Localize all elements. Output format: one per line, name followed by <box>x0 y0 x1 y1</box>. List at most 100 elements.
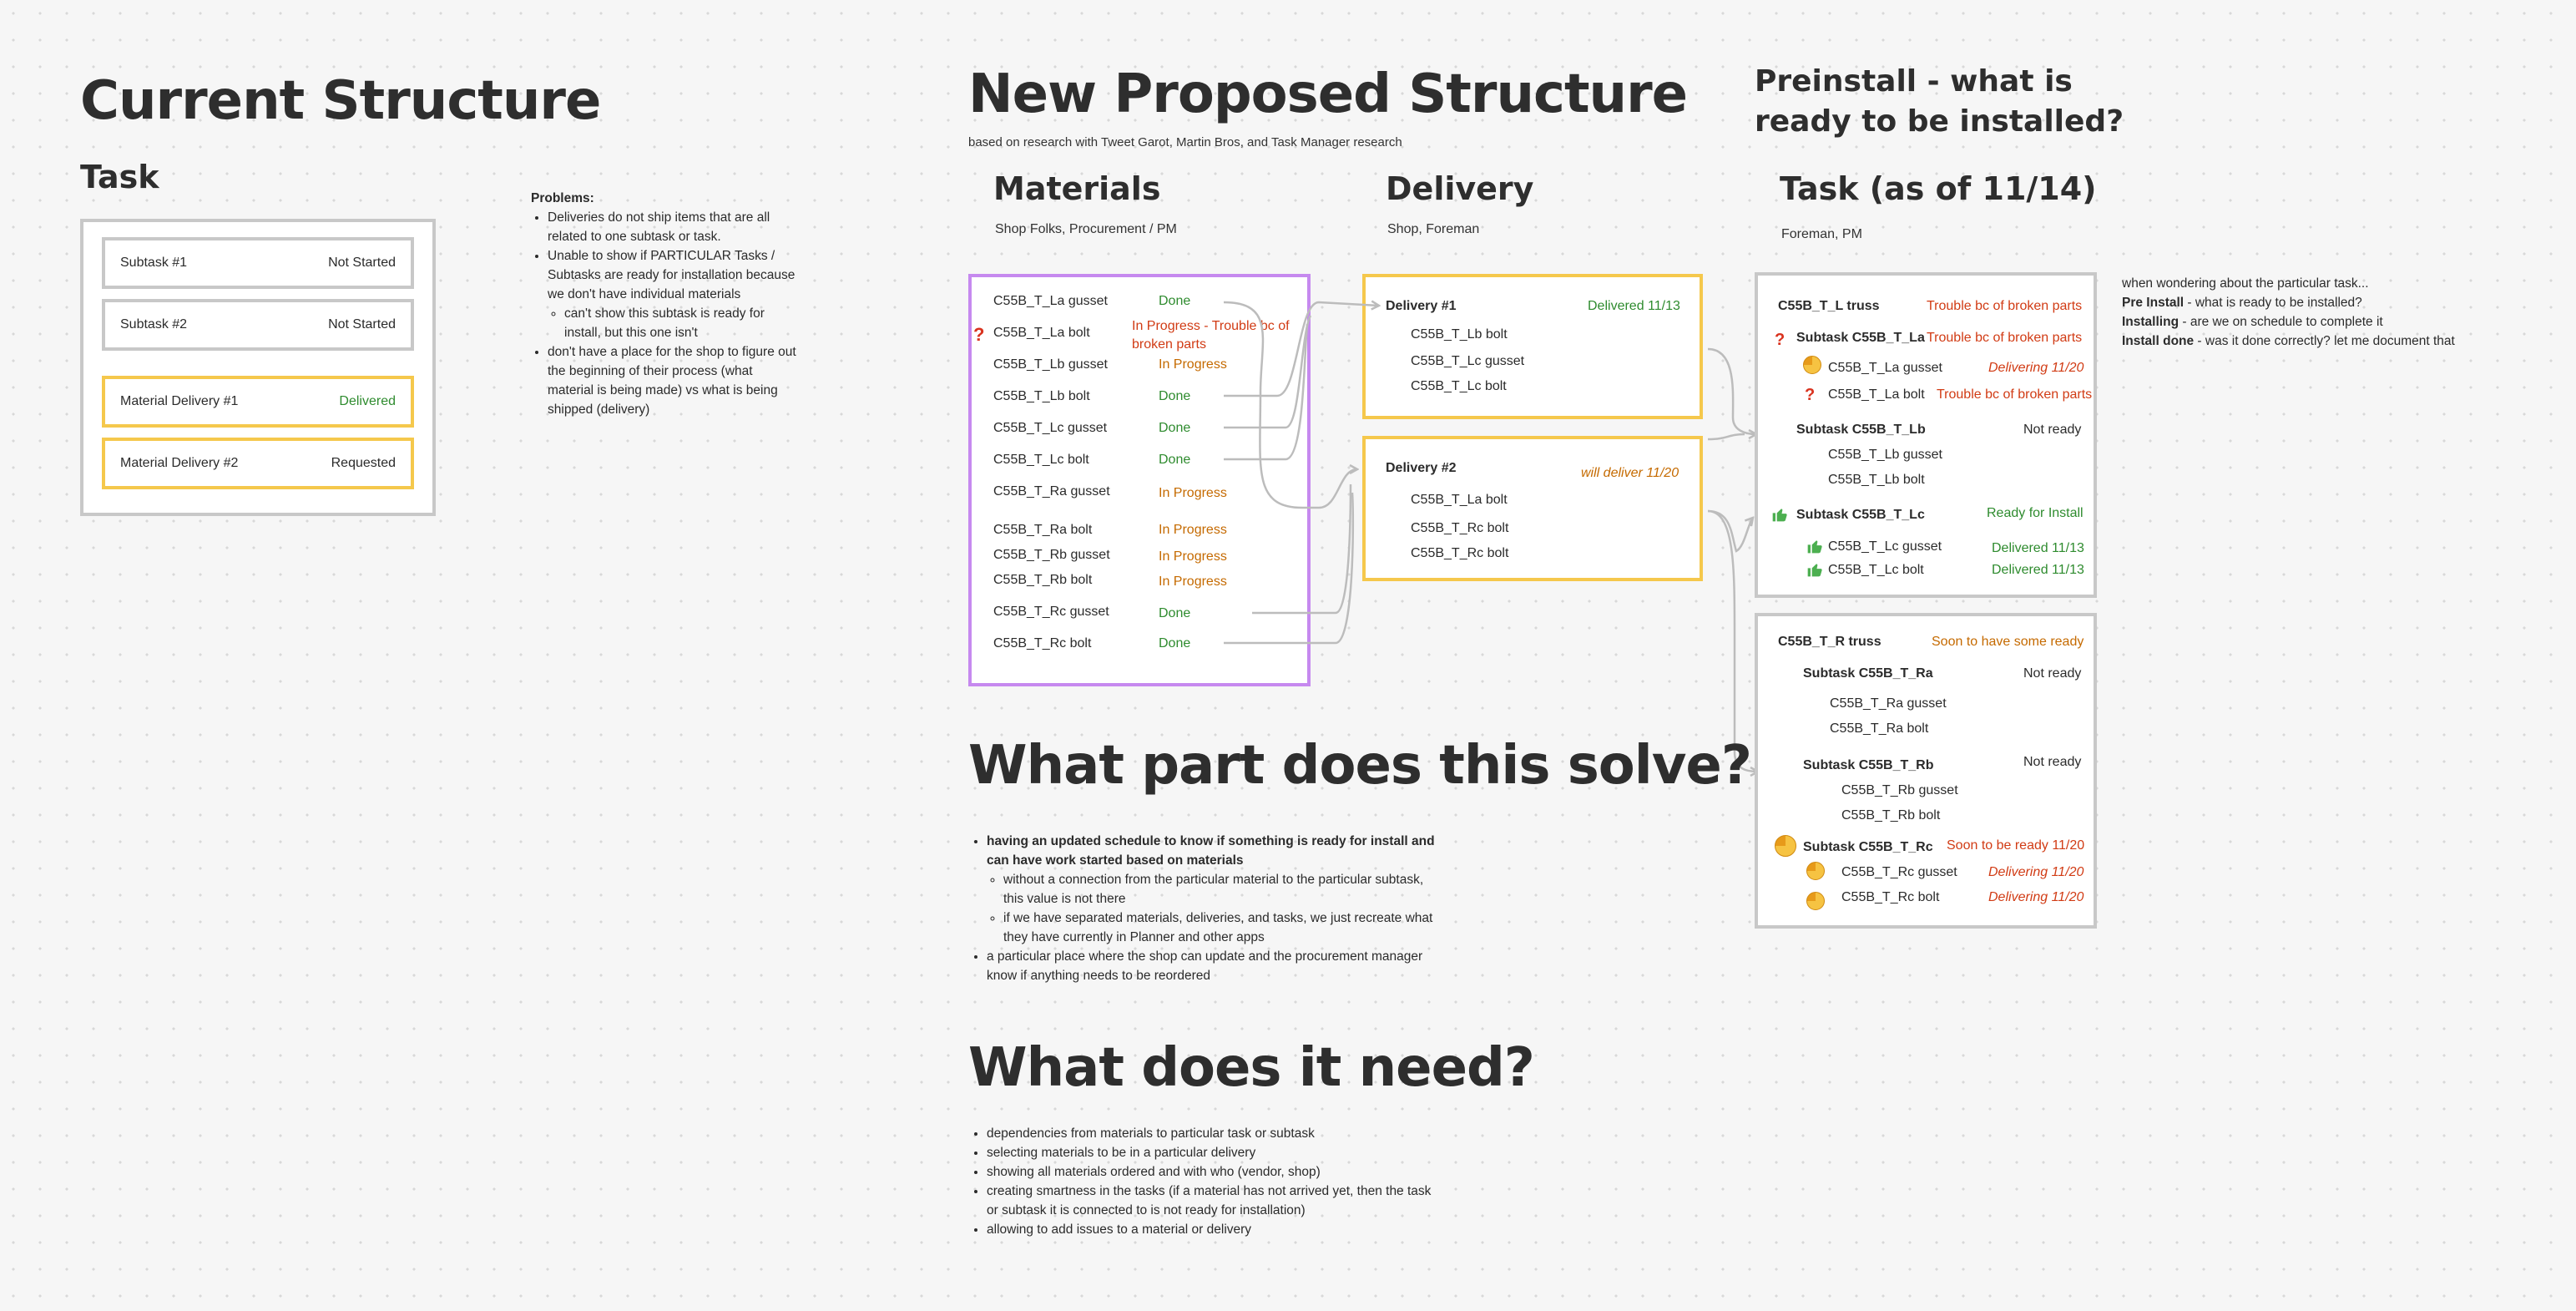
problem-item: Deliveries do not ship items that are al… <box>548 208 798 246</box>
question-mark-icon: ? <box>973 324 985 345</box>
material-status: Done <box>1159 389 1191 403</box>
needs-notes: dependencies from materials to particula… <box>970 1124 1437 1239</box>
material-item[interactable]: C55B_T_Ra gusset <box>993 484 1110 499</box>
solve-notes: having an updated schedule to know if so… <box>970 832 1437 985</box>
subtask-item[interactable]: C55B_T_Ra bolt <box>1830 721 1929 736</box>
material-item[interactable]: C55B_T_Lc bolt <box>993 453 1089 467</box>
notes-line: Install done - was it done correctly? le… <box>2122 334 2455 348</box>
delivery-item[interactable]: C55B_T_Lc gusset <box>1411 354 1525 368</box>
material-status: Done <box>1159 421 1191 435</box>
solve-sub-point: if we have separated materials, deliveri… <box>1003 909 1437 947</box>
connector-d2-to-ltruss <box>1707 509 1753 553</box>
solve-point: a particular place where the shop can up… <box>987 947 1437 985</box>
task-as-of-sub: Foreman, PM <box>1781 227 1862 241</box>
materials-sub: Shop Folks, Procurement / PM <box>995 222 1177 236</box>
current-material-delivery-1[interactable]: Material Delivery #1 Delivered <box>102 376 414 428</box>
material-item[interactable]: C55B_T_Lc gusset <box>993 421 1108 435</box>
material-item[interactable]: C55B_T_Lb gusset <box>993 357 1108 372</box>
clock-pie-icon <box>1806 862 1825 880</box>
subtask-name[interactable]: Subtask C55B_T_Ra <box>1803 666 1933 681</box>
subtask-item-status: Delivering 11/20 <box>1988 890 2084 904</box>
subtask-item[interactable]: C55B_T_Rc gusset <box>1841 865 1957 879</box>
subtask-item[interactable]: C55B_T_Ra gusset <box>1830 696 1947 711</box>
notes-line: Pre Install - what is ready to be instal… <box>2122 296 2362 310</box>
row-status: Not Started <box>328 256 396 270</box>
subtask-item[interactable]: C55B_T_Lb gusset <box>1828 448 1942 462</box>
l-truss-status: Trouble bc of broken parts <box>1927 299 2083 313</box>
material-item[interactable]: C55B_T_Lb bolt <box>993 389 1090 403</box>
current-task-label: Task <box>80 159 159 195</box>
material-status: Done <box>1159 453 1191 467</box>
subtask-item-status: Delivered 11/13 <box>1992 563 2084 577</box>
current-material-delivery-2[interactable]: Material Delivery #2 Requested <box>102 438 414 489</box>
subtask-item[interactable]: C55B_T_Lc bolt <box>1828 563 1924 577</box>
connector-d1-to-tasks <box>1707 347 1756 434</box>
install-phase-notes: when wondering about the particular task… <box>2122 274 2556 351</box>
material-item[interactable]: C55B_T_Ra bolt <box>993 523 1093 537</box>
subtask-status: Soon to be ready 11/20 <box>1947 838 2085 853</box>
row-status: Not Started <box>328 317 396 332</box>
solve-sub-point: without a connection from the particular… <box>1003 870 1437 909</box>
delivery-1-status: Delivered 11/13 <box>1588 299 1680 313</box>
delivery-item[interactable]: C55B_T_Rc bolt <box>1411 521 1509 535</box>
l-truss-box[interactable] <box>1755 272 2097 598</box>
notes-line: Installing - are we on schedule to compl… <box>2122 315 2383 329</box>
subtask-item[interactable]: C55B_T_Rb gusset <box>1841 783 1958 797</box>
row-status: Requested <box>331 456 396 470</box>
thumbs-up-icon <box>1807 540 1822 554</box>
current-subtask-1[interactable]: Subtask #1 Not Started <box>102 237 414 289</box>
material-item[interactable]: C55B_T_Rb bolt <box>993 573 1093 587</box>
subtask-name[interactable]: Subtask C55B_T_Lc <box>1796 508 1925 522</box>
material-item[interactable]: C55B_T_La bolt <box>993 326 1090 340</box>
delivery-1-name: Delivery #1 <box>1386 299 1457 313</box>
delivery-2-box[interactable] <box>1362 436 1703 581</box>
current-subtask-2[interactable]: Subtask #2 Not Started <box>102 299 414 351</box>
subtask-item-status: Delivering 11/20 <box>1988 865 2084 879</box>
material-status: In Progress - Trouble bc of <box>1132 319 1290 333</box>
subtask-name[interactable]: Subtask C55B_T_Rb <box>1803 758 1934 772</box>
thumbs-up-icon <box>1772 509 1787 522</box>
material-status: Done <box>1159 606 1191 620</box>
clock-pie-icon <box>1803 356 1821 374</box>
row-name: Material Delivery #2 <box>120 456 239 470</box>
subtask-item[interactable]: C55B_T_Rb bolt <box>1841 808 1941 823</box>
material-status-cont: broken parts <box>1132 337 1206 352</box>
material-item[interactable]: C55B_T_Rc bolt <box>993 636 1092 650</box>
subtask-name[interactable]: Subtask C55B_T_La <box>1796 331 1925 345</box>
subtask-item[interactable]: C55B_T_Lb bolt <box>1828 473 1925 487</box>
subtask-item[interactable]: C55B_T_Rc bolt <box>1841 890 1940 904</box>
material-status: In Progress <box>1159 523 1227 537</box>
delivery-item[interactable]: C55B_T_La bolt <box>1411 493 1508 507</box>
subtask-item[interactable]: C55B_T_La bolt <box>1828 387 1925 402</box>
question-mark-icon: ? <box>1775 331 1786 349</box>
needs-point: dependencies from materials to particula… <box>987 1124 1437 1143</box>
delivery-sub: Shop, Foreman <box>1387 222 1480 236</box>
row-status: Delivered <box>339 394 396 408</box>
subtask-name[interactable]: Subtask C55B_T_Lb <box>1796 423 1926 437</box>
connector-d2-to-tasks <box>1707 433 1745 441</box>
delivery-2-name: Delivery #2 <box>1386 461 1457 475</box>
question-mark-icon: ? <box>1805 386 1816 404</box>
subtask-name[interactable]: Subtask C55B_T_Rc <box>1803 840 1933 854</box>
subtask-item[interactable]: C55B_T_Lc gusset <box>1828 539 1942 554</box>
subtask-item[interactable]: C55B_T_La gusset <box>1828 361 1942 375</box>
material-item[interactable]: C55B_T_La gusset <box>993 294 1108 308</box>
delivery-item[interactable]: C55B_T_Rc bolt <box>1411 546 1509 560</box>
proposed-subtitle: based on research with Tweet Garot, Mart… <box>968 135 1402 149</box>
delivery-1-box[interactable] <box>1362 274 1703 419</box>
delivery-title: Delivery <box>1386 170 1534 207</box>
material-item[interactable]: C55B_T_Rb gusset <box>993 548 1110 562</box>
subtask-status: Trouble bc of broken parts <box>1927 331 2083 345</box>
current-structure-title: Current Structure <box>80 70 601 132</box>
thumbs-up-icon <box>1807 564 1822 577</box>
task-as-of-title: Task (as of 11/14) <box>1780 170 2097 207</box>
row-name: Subtask #1 <box>120 256 188 270</box>
delivery-item[interactable]: C55B_T_Lc bolt <box>1411 379 1507 393</box>
delivery-item[interactable]: C55B_T_Lb bolt <box>1411 327 1508 342</box>
material-item[interactable]: C55B_T_Rc gusset <box>993 605 1109 619</box>
delivery-2-status: will deliver 11/20 <box>1581 466 1679 480</box>
r-truss-name: C55B_T_R truss <box>1778 635 1881 649</box>
needs-title: What does it need? <box>968 1037 1535 1099</box>
clock-pie-icon <box>1806 892 1825 910</box>
l-truss-name: C55B_T_L truss <box>1778 299 1880 313</box>
